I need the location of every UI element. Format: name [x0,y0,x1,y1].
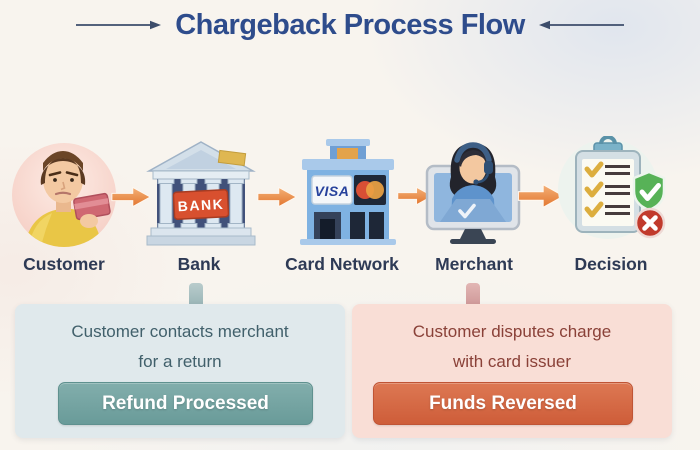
step-label-decision: Decision [574,254,648,274]
flow-arrow-icon [111,184,152,215]
refund-callout-line2: for a return [138,351,222,371]
flow-arrow-icon [397,184,434,213]
title-arrow-left-icon [538,20,624,30]
flow-arrow-icon [257,184,298,215]
step-label-bank: Bank [177,254,221,274]
step-label-card-network: Card Network [285,254,399,274]
funds-reversed-button[interactable]: Funds Reversed [373,382,633,425]
decision-icon [556,135,670,247]
dispute-callout-card: Customer disputes charge with card issue… [352,304,672,438]
page-title: Chargeback Process Flow [175,8,525,41]
step-label-merchant: Merchant [435,254,513,274]
step-label-customer: Customer [23,254,105,274]
refund-callout-card: Customer contacts merchant for a return … [15,304,345,438]
dispute-callout-text: Customer disputes charge with card issue… [352,317,672,377]
card-network-icon: VISA [294,137,402,250]
refund-processed-button[interactable]: Refund Processed [58,382,313,425]
refund-callout-line1: Customer contacts merchant [71,322,289,341]
bank-icon: BANK [146,140,256,251]
flow-arrow-icon [517,182,565,215]
title-arrow-right-icon [76,20,162,30]
customer-icon [10,141,118,254]
refund-callout-text: Customer contacts merchant for a return [15,317,345,377]
visa-sign-text: VISA [315,183,350,199]
merchant-icon [424,137,522,250]
dispute-callout-line2: with card issuer [452,351,572,371]
dispute-callout-line1: Customer disputes charge [412,322,612,341]
bank-sign-text: BANK [177,196,224,214]
title-row: Chargeback Process Flow [0,4,700,46]
